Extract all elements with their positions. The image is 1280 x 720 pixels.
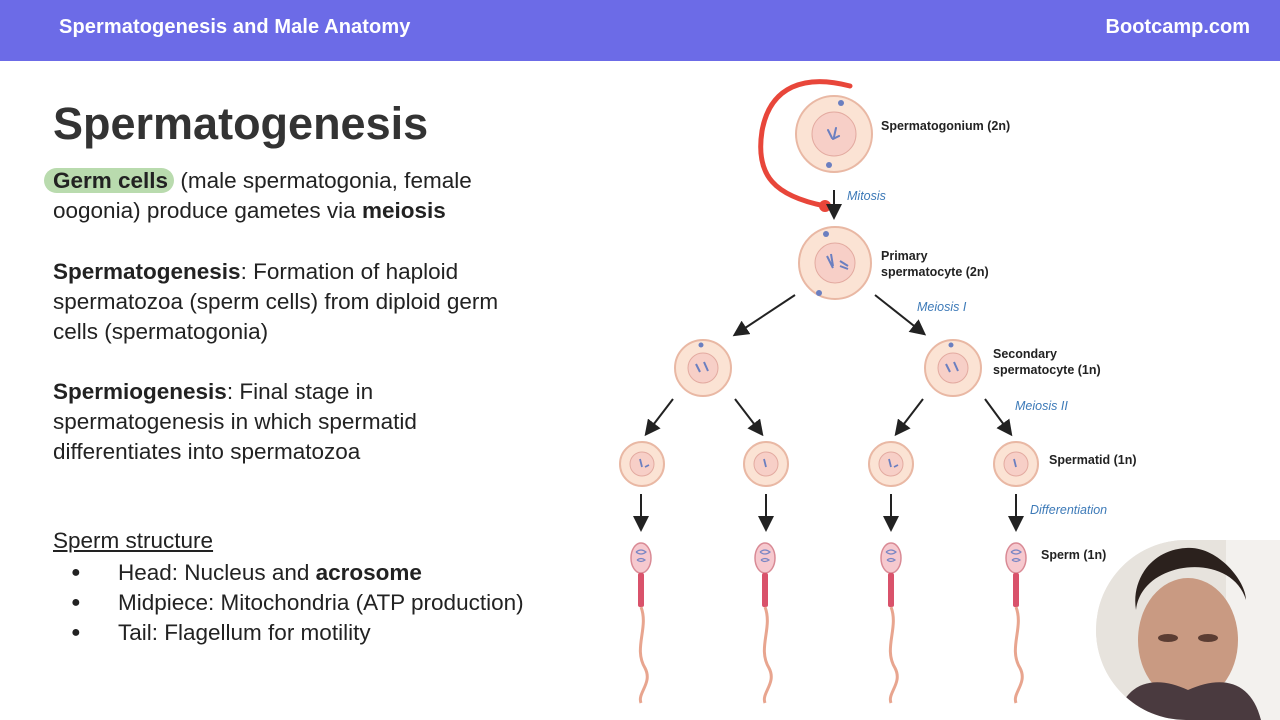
spermiogenesis-paragraph: Spermiogenesis: Final stage in spermatog… [53, 377, 573, 467]
spermatogenesis-paragraph: Spermatogenesis: Formation of haploid sp… [53, 257, 573, 347]
spermatogonium-cell [795, 95, 873, 173]
primary-label-line2: spermatocyte (2n) [881, 265, 989, 279]
slide-title: Spermatogenesis [53, 98, 429, 149]
spermiogenesis-text-1: : Final stage in [226, 379, 374, 404]
spermatogenesis-text-1: : Formation of haploid [240, 259, 459, 284]
sperm-cell [629, 541, 653, 705]
differentiation-label: Differentiation [1030, 503, 1107, 517]
spermatid-cell [619, 441, 665, 487]
header-bar: Spermatogenesis and Male Anatomy Bootcam… [0, 0, 1280, 61]
bullet-text: Tail: Flagellum for motility [118, 620, 371, 645]
webcam-overlay [1096, 540, 1280, 720]
spermatogenesis-term: Spermatogenesis [53, 259, 241, 284]
spermatid-cell [993, 441, 1039, 487]
bullet-icon: ● [71, 594, 81, 611]
sperm-cell [879, 541, 903, 705]
sperm-cell [753, 541, 777, 705]
sperm-label: Sperm (1n) [1041, 548, 1106, 562]
sperm-cell [1004, 541, 1028, 705]
list-item: ● Tail: Flagellum for motility [53, 618, 524, 648]
spermatogenesis-text-3: cells (spermatogonia) [53, 319, 269, 344]
germ-cells-term: Germ cells [44, 168, 175, 193]
annotation-loop [758, 79, 853, 209]
spermatogenesis-diagram: Spermatogonium (2n) Mitosis Primary sper… [619, 79, 1137, 705]
germ-cells-text-1: (male spermatogonia, female [174, 168, 472, 193]
spermatid-cell [743, 441, 789, 487]
meiosis-2-label: Meiosis II [1015, 399, 1068, 413]
presentation-title: Spermatogenesis and Male Anatomy [59, 16, 411, 38]
spermiogenesis-text-2: spermatogenesis in which spermatid [53, 409, 417, 434]
meiosis-1-label: Meiosis I [917, 300, 967, 314]
list-item: ● Head: Nucleus and acrosome [53, 558, 524, 588]
bullet-icon: ● [71, 564, 81, 581]
spermiogenesis-term: Spermiogenesis [53, 379, 227, 404]
brand-logo-text: Bootcamp.com [1105, 16, 1250, 38]
germ-cells-text-2: oogonia) produce gametes via [53, 198, 362, 223]
list-item: ● Midpiece: Mitochondria (ATP production) [53, 588, 524, 618]
sperm-structure-heading: Sperm structure [53, 528, 214, 553]
mitosis-label: Mitosis [847, 189, 886, 203]
primary-label-line1: Primary [881, 249, 928, 263]
secondary-spermatocyte-cell-right [924, 339, 982, 397]
meiosis-term: meiosis [361, 198, 446, 223]
secondary-spermatocyte-cell-left [674, 339, 732, 397]
bullet-text: Midpiece: Mitochondria (ATP production) [118, 590, 524, 615]
bullet-icon: ● [71, 624, 81, 641]
sperm-structure-list: ● Head: Nucleus and acrosome ● Midpiece: M… [53, 558, 524, 648]
annotation-dot [819, 200, 831, 212]
spermatogenesis-text-2: spermatozoa (sperm cells) from diploid g… [53, 289, 499, 314]
spermiogenesis-text-3: differentiates into spermatozoa [53, 439, 361, 464]
spermatid-label: Spermatid (1n) [1049, 453, 1137, 467]
secondary-label-line1: Secondary [993, 347, 1057, 361]
spermatogonium-label: Spermatogonium (2n) [881, 119, 1010, 133]
bullet-text: Head: Nucleus and [118, 560, 316, 585]
spermatid-cell [868, 441, 914, 487]
primary-spermatocyte-cell [798, 226, 872, 300]
secondary-label-line2: spermatocyte (1n) [993, 363, 1101, 377]
germ-cells-paragraph: Germ cells (male spermatogonia, female o… [44, 166, 573, 226]
acrosome-term: acrosome [315, 560, 422, 585]
person-icon [1096, 540, 1280, 720]
